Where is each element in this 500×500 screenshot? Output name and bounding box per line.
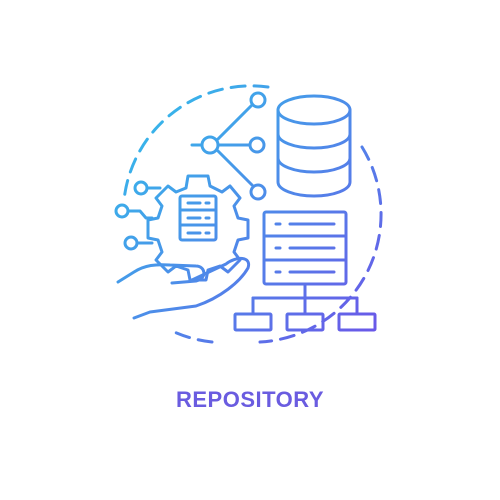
network-node-icon <box>190 91 267 201</box>
hierarchy-tree-icon <box>233 282 377 332</box>
database-cylinder-icon <box>276 94 352 198</box>
dashed-circle-frame <box>122 84 383 344</box>
hand-icon <box>116 257 251 320</box>
gear-icon <box>146 174 250 282</box>
caption-title: REPOSITORY <box>175 387 325 412</box>
server-rack-icon <box>262 210 348 286</box>
circuit-nodes-icon <box>114 180 162 251</box>
